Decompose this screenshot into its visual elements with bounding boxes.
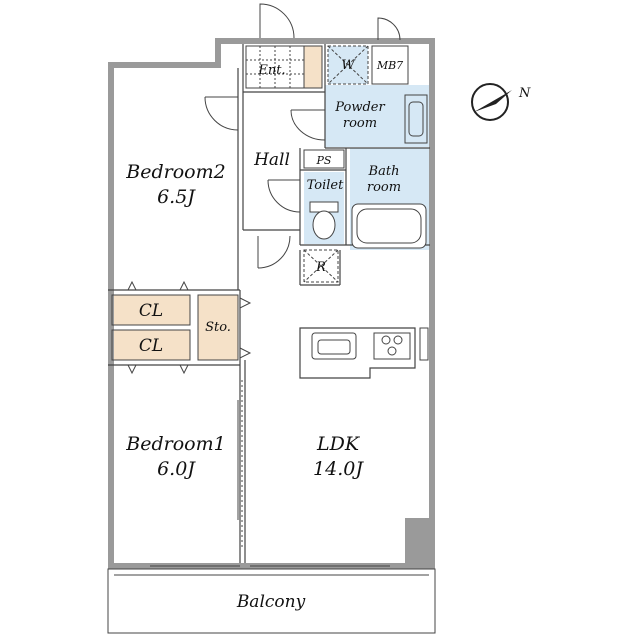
fridge-space: [303, 249, 339, 283]
entrance-label: Ent.: [257, 63, 285, 78]
storage-label: Sto.: [205, 320, 231, 335]
bath-room-label-2: room: [367, 180, 401, 195]
compass: N: [471, 83, 531, 121]
closet-fills: [112, 295, 238, 360]
ldk-size: 14.0J: [313, 458, 364, 480]
toilet-fixture: [309, 201, 339, 240]
washer-space: [327, 45, 369, 85]
ldk-name: LDK: [316, 433, 361, 455]
powder-room-label-2: room: [343, 116, 377, 131]
closet1-label: CL: [139, 301, 163, 321]
meter-box-label: MB7: [376, 59, 403, 72]
balcony-area: [107, 568, 436, 634]
sliding-doors: [150, 380, 390, 567]
bedroom1-size: 6.0J: [157, 458, 196, 480]
washer-label: W: [341, 58, 356, 73]
pipe-space-outline: [303, 149, 345, 169]
closets: [111, 280, 252, 375]
powder-room-label-1: Powder: [334, 100, 385, 115]
bath-room-label-1: Bath: [368, 164, 400, 179]
kitchen-counter: [299, 327, 429, 379]
hall-label: Hall: [253, 150, 290, 170]
closet2-label: CL: [139, 336, 163, 356]
meter-box-outline: [371, 45, 409, 85]
bedroom2-name: Bedroom2: [125, 161, 225, 183]
bedroom1-name: Bedroom1: [125, 433, 225, 455]
washbasin: [404, 94, 428, 144]
bedroom2-size: 6.5J: [157, 186, 196, 208]
fridge-label: R: [315, 260, 326, 275]
pipe-space-label: PS: [316, 154, 332, 167]
toilet-label: Toilet: [307, 178, 344, 193]
entrance-area: [245, 45, 323, 89]
bathtub: [351, 203, 427, 249]
balcony-label: Balcony: [236, 592, 306, 612]
doors: [204, 3, 401, 269]
compass-label: N: [518, 86, 531, 101]
